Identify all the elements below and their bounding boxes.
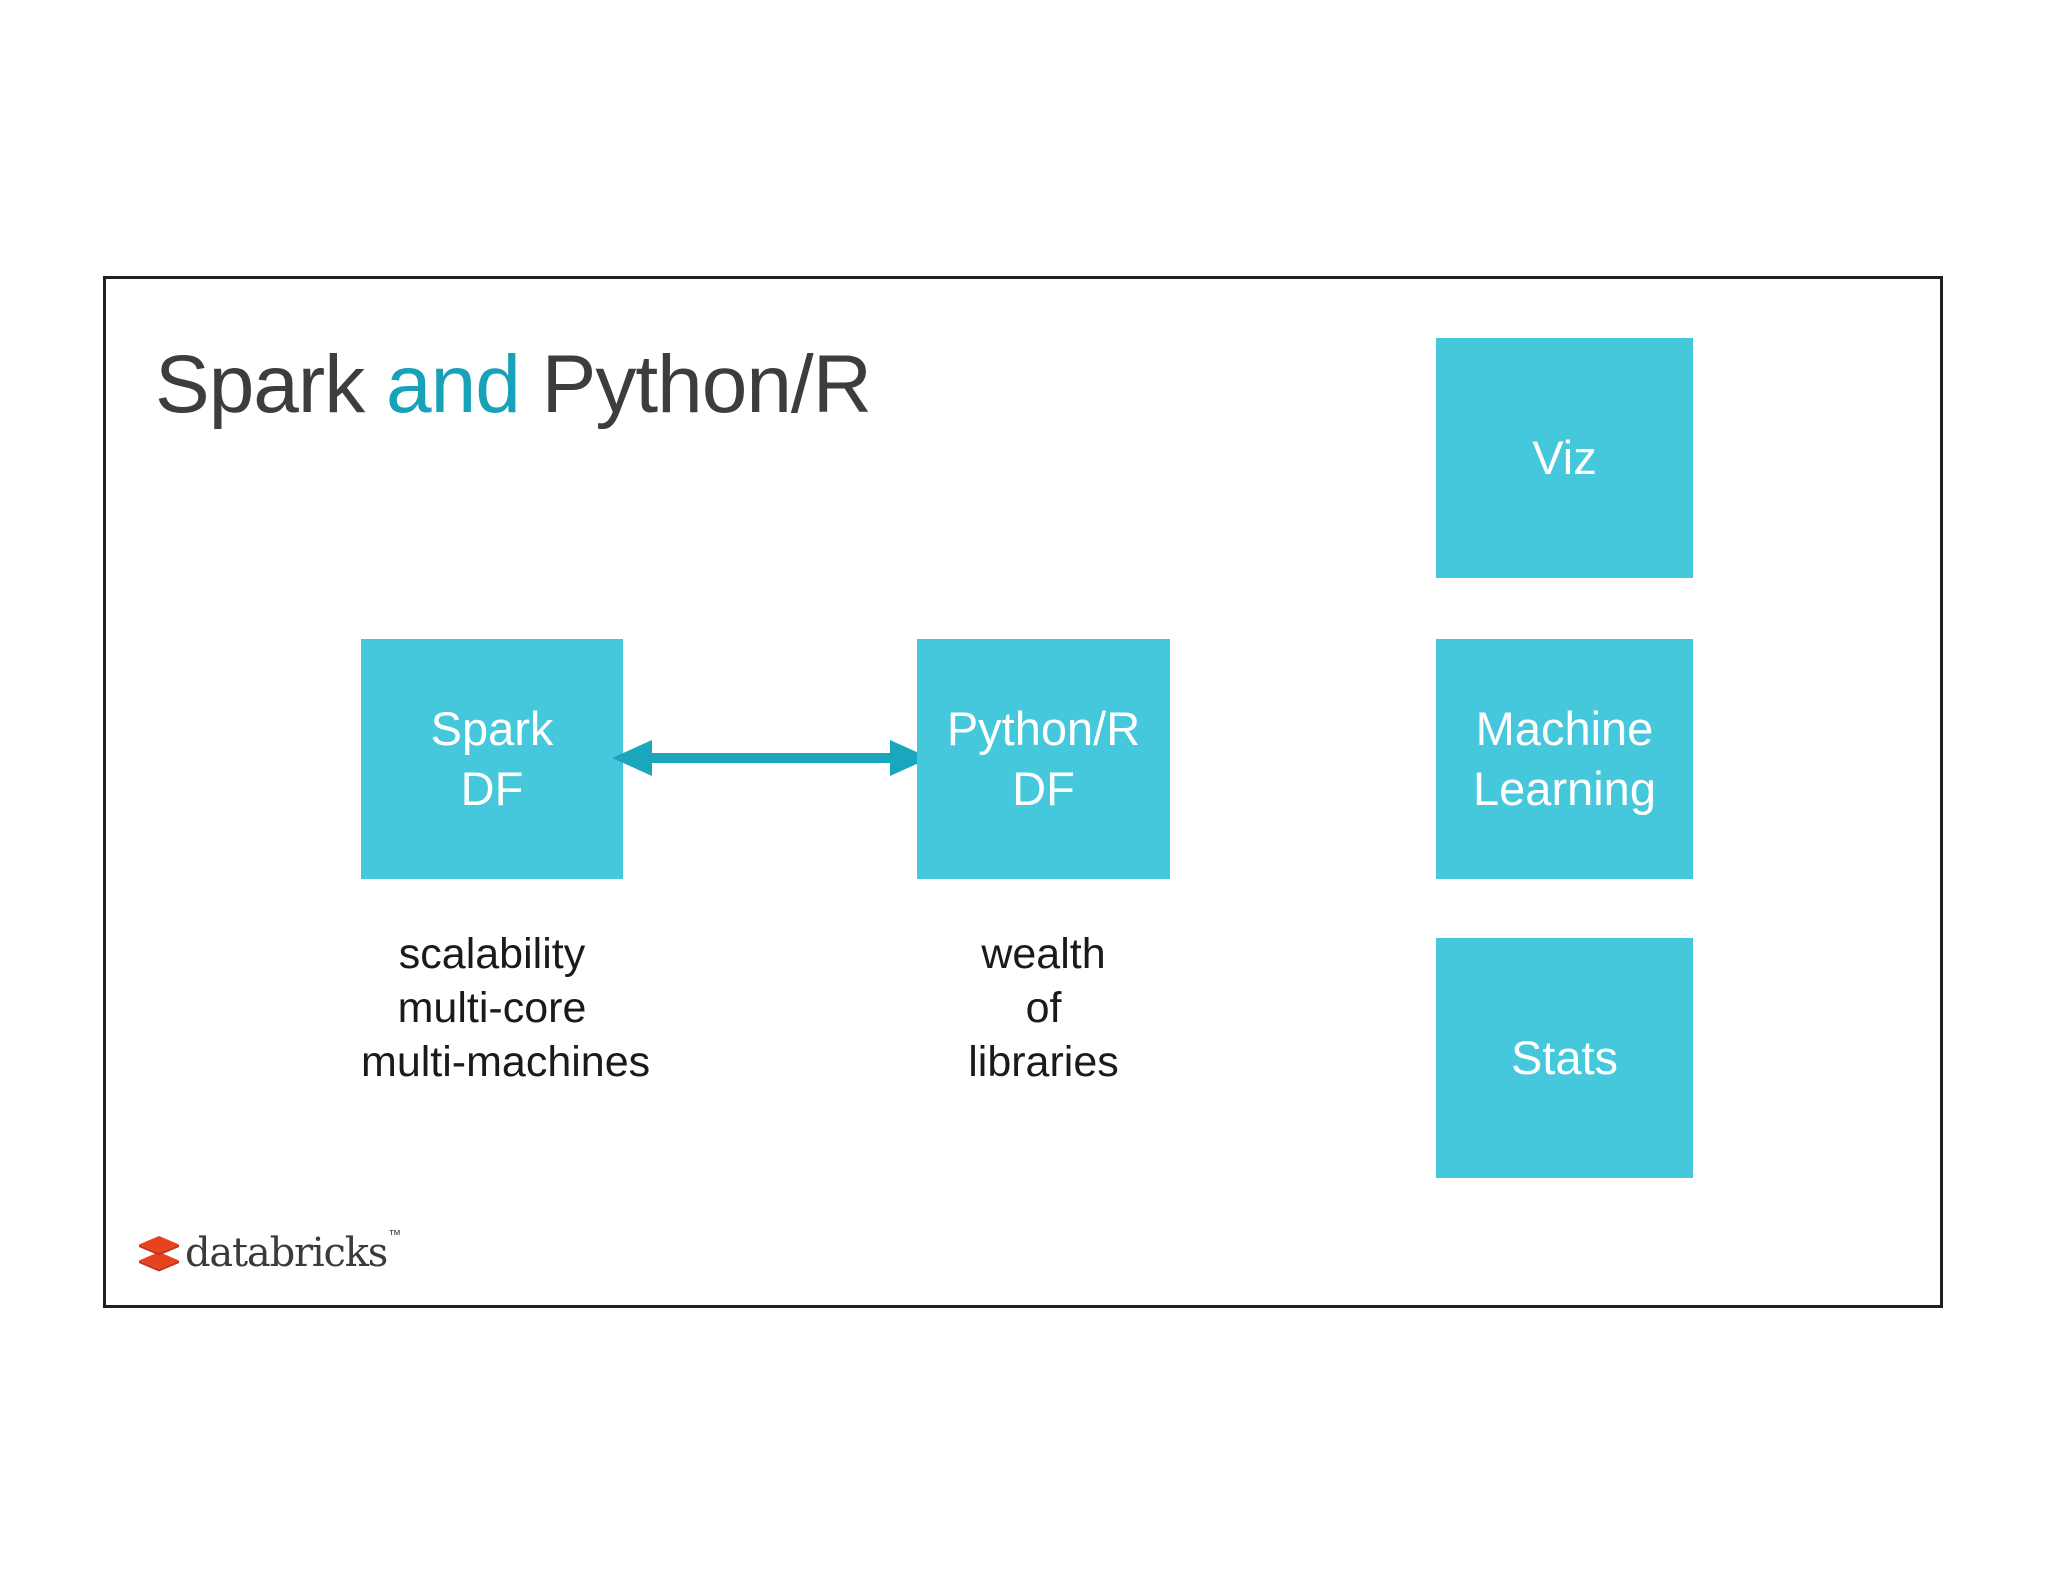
caption-spark-line-2: multi-core: [397, 983, 587, 1032]
page-title: Spark and Python/R: [155, 339, 872, 430]
caption-pythonr-line-3: libraries: [968, 1037, 1119, 1086]
box-stats-label: Stats: [1510, 1030, 1619, 1084]
caption-pythonr-line-1: wealth: [981, 930, 1106, 978]
box-stats[interactable]: Stats: [1436, 938, 1693, 1178]
box-machine-learning-line1: Machine: [1475, 701, 1654, 755]
box-spark-df[interactable]: Spark DF: [361, 639, 623, 879]
box-spark-df-line2: DF: [460, 762, 524, 815]
box-pythonr-df[interactable]: Python/R DF: [917, 639, 1170, 879]
caption-spark-df: scalability multi-core multi-machines: [361, 928, 651, 1089]
box-viz[interactable]: Viz: [1436, 338, 1693, 578]
double-headed-arrow-icon: [612, 740, 930, 776]
caption-pythonr-df: wealth of libraries: [917, 928, 1170, 1089]
box-spark-df-line1: Spark: [430, 701, 554, 755]
box-pythonr-df-line2: DF: [1012, 762, 1075, 815]
box-pythonr-df-line1: Python/R: [946, 701, 1141, 755]
box-viz-label: Viz: [1532, 430, 1597, 484]
title-part-pythonr: Python/R: [541, 339, 872, 430]
databricks-mark-icon: [139, 1236, 179, 1272]
databricks-wordmark: databricks: [185, 1230, 388, 1276]
title-part-and: and: [386, 339, 521, 430]
caption-pythonr-line-2: of: [1025, 983, 1062, 1032]
box-machine-learning-line2: Learning: [1473, 762, 1656, 815]
databricks-logo: databricks ™: [137, 1226, 402, 1276]
caption-spark-line-1: scalability: [398, 930, 586, 978]
databricks-trademark-icon: ™: [388, 1226, 402, 1242]
title-part-spark: Spark: [155, 339, 365, 430]
box-machine-learning[interactable]: Machine Learning: [1436, 639, 1693, 879]
caption-spark-line-3: multi-machines: [361, 1037, 651, 1086]
